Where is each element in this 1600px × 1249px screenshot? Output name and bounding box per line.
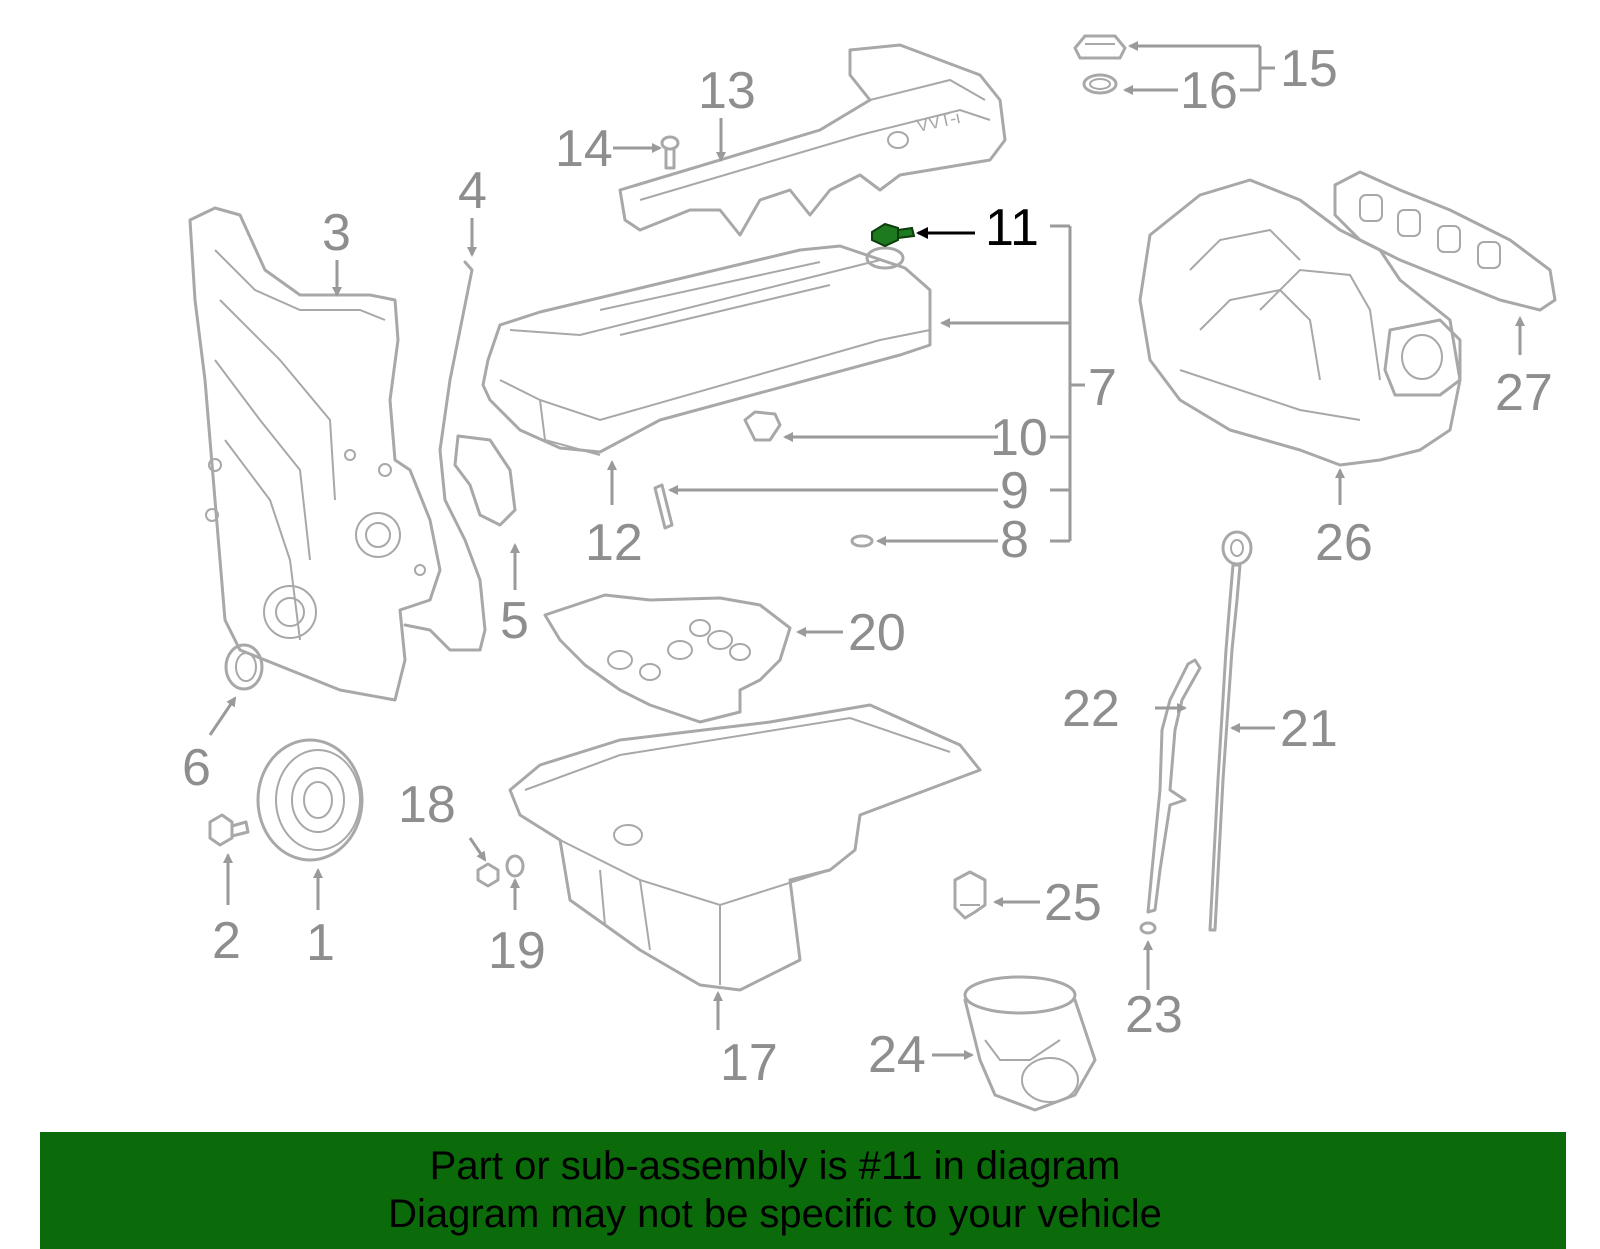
callout-22: 22 [1062,680,1120,738]
crankshaft-pulley-part-1 [256,738,364,862]
callout-27: 27 [1495,364,1553,422]
svg-text:VVT-i: VVT-i [915,107,962,136]
gasket-part-19 [505,854,525,878]
callout-5: 5 [500,592,529,650]
callout-26: 26 [1315,514,1373,572]
callout-19: 19 [488,922,546,980]
part-info-banner: Part or sub-assembly is #11 in diagram D… [40,1132,1566,1249]
highlighted-part-11 [871,222,916,248]
pin-part-9 [653,483,674,530]
filter-union-part-25 [953,870,987,920]
callout-6: 6 [182,739,211,797]
banner-line-disclaimer: Diagram may not be specific to your vehi… [388,1192,1162,1236]
valve-cover-part-7 [481,244,932,456]
callout-17: 17 [720,1034,778,1092]
gasket-part-4 [403,260,487,652]
callout-20: 20 [848,604,906,662]
bolt-part-14 [660,135,680,170]
callout-15: 15 [1280,40,1338,98]
callout-10: 10 [990,409,1048,467]
callout-labels: 1 2 3 4 5 6 7 8 9 10 11 12 13 14 15 16 1… [182,40,1553,1092]
callout-13: 13 [698,62,756,120]
callout-3: 3 [322,204,351,262]
timing-cover-part-3 [188,206,442,702]
baffle-plate-part-20 [543,593,792,724]
callout-18: 18 [398,776,456,834]
gasket-part-5 [453,434,517,527]
callout-1: 1 [306,914,335,972]
callout-8: 8 [1000,511,1029,569]
callout-2: 2 [212,912,241,970]
callout-11-highlighted: 11 [985,199,1039,257]
oil-seal-part-6 [224,643,264,691]
drain-plug-part-18 [476,862,500,888]
callout-7: 7 [1088,359,1117,417]
callout-14: 14 [555,120,613,178]
dipstick-guide-part-22 [1146,658,1202,914]
callout-12: 12 [585,514,643,572]
pulley-bolt-part-2 [208,813,250,847]
callout-25: 25 [1044,874,1102,932]
intake-manifold-part-26 [1138,178,1462,467]
dipstick-part-21 [1208,530,1253,932]
o-ring-part-23 [1139,921,1157,935]
callout-16: 16 [1180,62,1238,120]
callout-4: 4 [458,162,487,220]
callout-leaders [208,41,1525,1060]
manifold-gasket-part-27 [1333,170,1557,312]
callout-24: 24 [868,1026,926,1084]
seal-part-10 [743,410,782,442]
callout-9: 9 [1000,462,1029,520]
banner-line-part: Part or sub-assembly is #11 in diagram [429,1144,1121,1188]
oil-filter-part-24 [963,975,1097,1112]
oil-filler-cap-part-15 [1073,34,1127,95]
oil-pan-part-17 [508,703,982,992]
callout-21: 21 [1280,700,1338,758]
callout-23: 23 [1125,986,1183,1044]
o-ring-part-8 [850,534,874,548]
